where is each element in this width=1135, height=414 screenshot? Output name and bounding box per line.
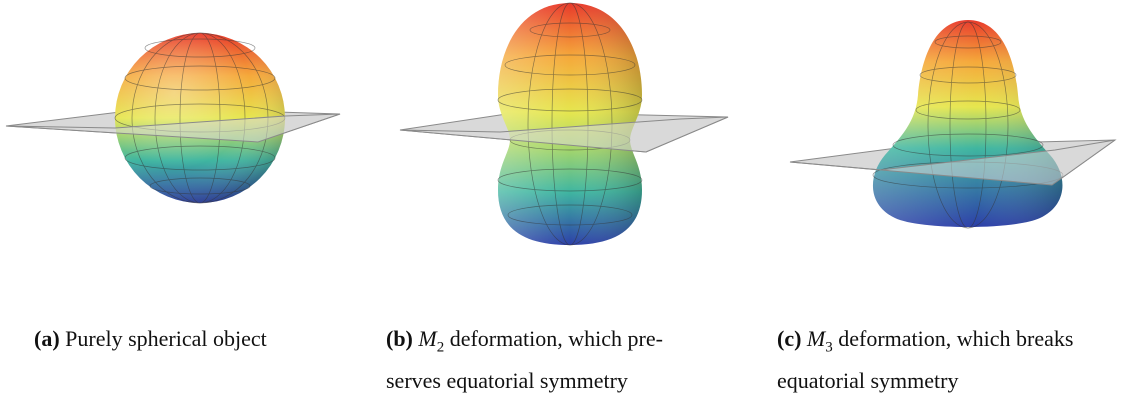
panel-m3-deformation	[770, 0, 1135, 290]
sphere-plot	[5, 32, 341, 204]
caption-c: (c) M3 deformation, which breaks equator…	[777, 322, 1129, 398]
caption-c-line1: deformation, which breaks	[832, 326, 1074, 351]
sphere-grid	[114, 32, 286, 204]
caption-a-text: Purely spherical object	[65, 326, 267, 351]
panel-spherical	[0, 0, 360, 290]
caption-c-line2: equatorial symmetry	[777, 368, 959, 394]
caption-b-line1: deformation, which pre-	[444, 326, 663, 351]
caption-b-tag: (b)	[386, 326, 413, 351]
panel-m2-deformation	[380, 0, 740, 290]
m2-plot	[399, 2, 729, 246]
caption-b-line2: serves equatorial symmetry	[386, 368, 628, 394]
caption-b: (b) M2 deformation, which pre- serves eq…	[386, 322, 746, 398]
caption-a: (a) Purely spherical object	[34, 322, 354, 356]
caption-c-symbol: M3	[806, 326, 833, 356]
caption-a-tag: (a)	[34, 326, 60, 351]
m3-plot	[789, 20, 1117, 229]
caption-c-tag: (c)	[777, 326, 802, 351]
caption-b-symbol: M2	[418, 326, 445, 356]
pear-grid	[872, 21, 1064, 229]
